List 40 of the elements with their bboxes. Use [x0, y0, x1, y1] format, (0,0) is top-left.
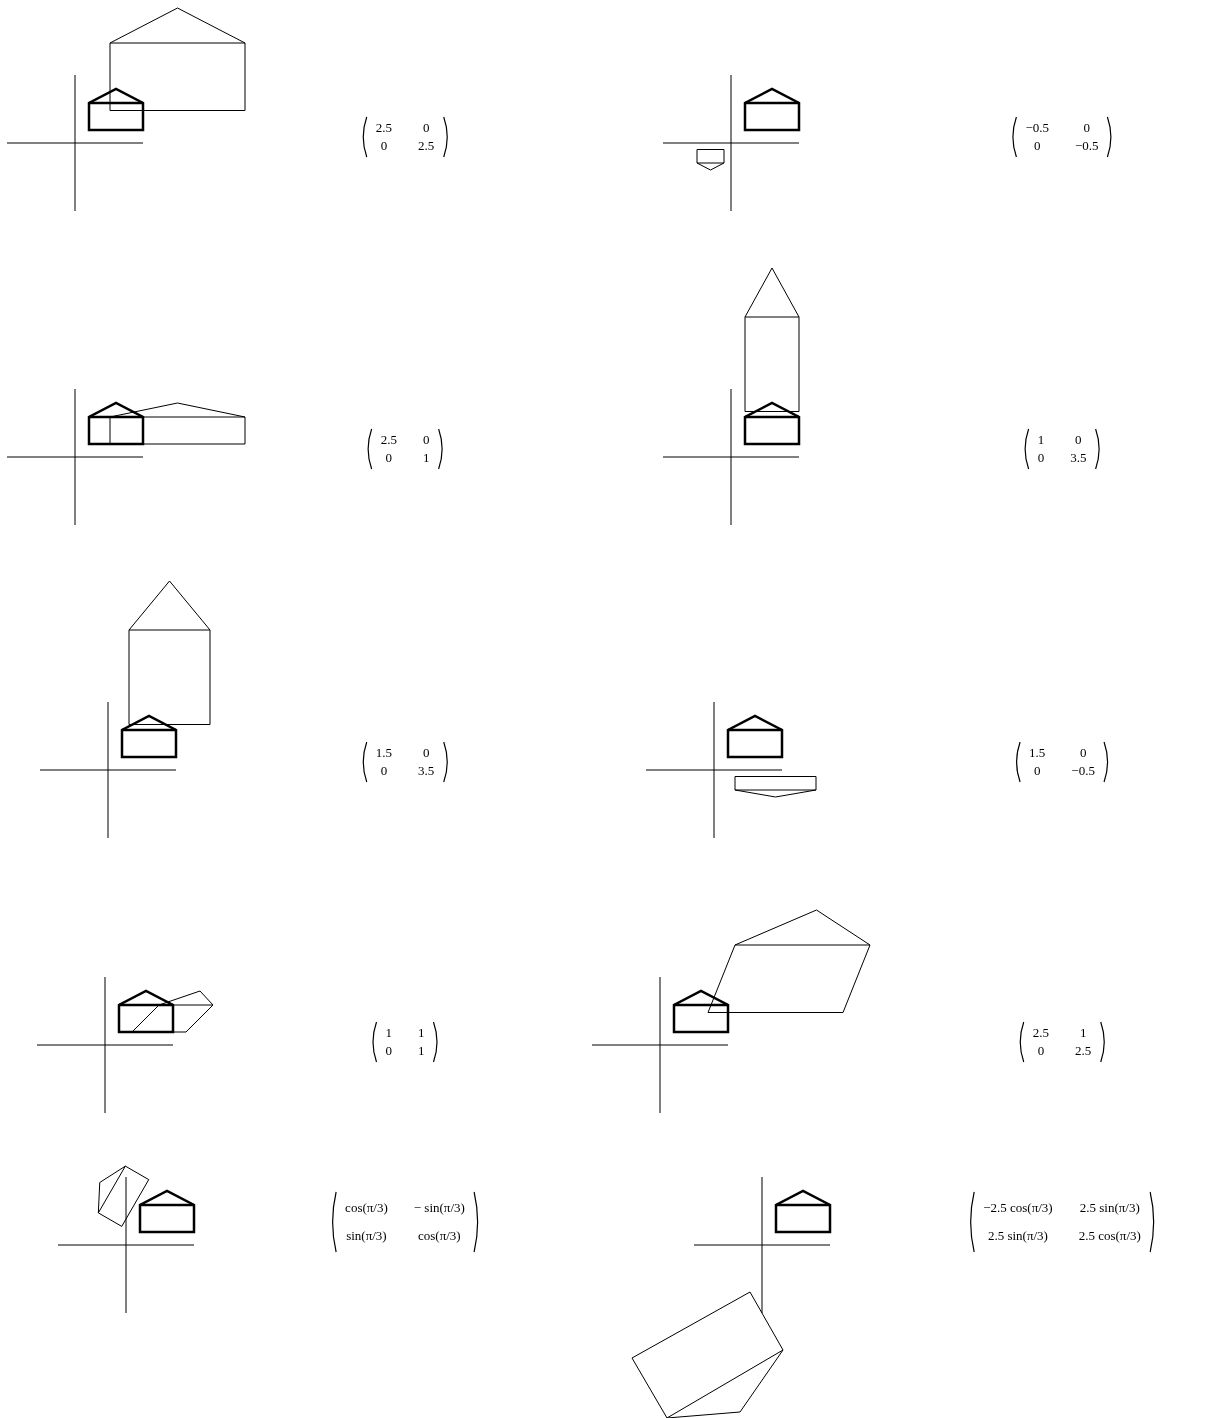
matrix-entry: 2.5 cos(π/3): [1078, 1228, 1141, 1244]
matrix-entry: 3.5: [418, 763, 435, 779]
matrix-entry: 0: [421, 745, 431, 761]
matrix-entry: 0: [1078, 745, 1088, 761]
matrix-entry: 1.5: [375, 745, 392, 761]
matrix-entry: 1.5: [1029, 745, 1046, 761]
matrix-entry: 2.5: [375, 120, 392, 136]
matrix-entry: 0: [1036, 1043, 1046, 1059]
matrix-entry: 0: [1032, 138, 1042, 154]
matrix-entry: 0: [384, 450, 393, 466]
matrix-entry: 1: [422, 450, 430, 466]
matrix-entry: cos(π/3): [417, 1228, 462, 1244]
matrix-entry: −0.5: [1025, 120, 1049, 136]
matrix-entry: 2.5: [1032, 1025, 1049, 1041]
matrix-entry: 1: [418, 1043, 425, 1059]
matrix-entry: 0: [1037, 450, 1045, 466]
matrix-entry: −2.5 cos(π/3): [983, 1200, 1053, 1216]
matrix-entry: 1: [1037, 432, 1045, 448]
matrix-entry: 1: [385, 1025, 392, 1041]
matrix-entry: 2.5 sin(π/3): [1078, 1200, 1141, 1216]
matrix-entry: 2.5: [380, 432, 397, 448]
matrix-entry: 0: [421, 120, 431, 136]
matrix-entry: 2.5 sin(π/3): [986, 1228, 1049, 1244]
matrix-entry: 0: [1074, 432, 1083, 448]
matrix-entry: 2.5: [418, 138, 435, 154]
matrix-entry: 0: [379, 763, 389, 779]
matrix-entry: −0.5: [1071, 763, 1095, 779]
matrix-entry: 1: [418, 1025, 425, 1041]
matrix-entry: 0: [1032, 763, 1042, 779]
matrix-entry: 2.5: [1075, 1043, 1092, 1059]
matrix-entry: 0: [1082, 120, 1092, 136]
matrix-entry: 0: [422, 432, 430, 448]
matrix-entry: sin(π/3): [345, 1228, 388, 1244]
matrix-entry: − sin(π/3): [413, 1200, 465, 1216]
matrix-entry: 0: [385, 1043, 392, 1059]
matrix-entry: 3.5: [1070, 450, 1087, 466]
matrix-entry: −0.5: [1075, 138, 1099, 154]
matrix-entry: cos(π/3): [345, 1200, 388, 1216]
matrix-entry: 0: [379, 138, 389, 154]
matrix-entry: 1: [1078, 1025, 1088, 1041]
